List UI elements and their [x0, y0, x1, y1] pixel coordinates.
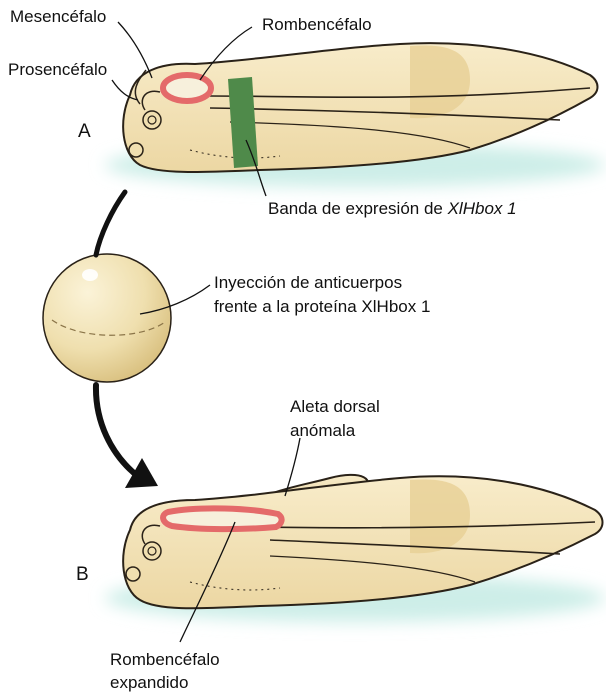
label-panel-a: A [78, 121, 91, 142]
label-mesencefalo: Mesencéfalo [10, 7, 106, 26]
embryo-b-cement-gland [126, 567, 140, 581]
embryo-b-eye [143, 542, 161, 560]
embryo-a [105, 43, 605, 187]
egg [43, 254, 171, 382]
leader-mesencefalo [118, 22, 152, 78]
label-inyeccion-line2: frente a la proteína XlHbox 1 [214, 297, 430, 316]
arrow-top [96, 192, 125, 255]
label-romb-expandido-line1: Rombencéfalo [110, 650, 220, 669]
label-prosencefalo: Prosencéfalo [8, 60, 107, 79]
label-aleta-line2: anómala [290, 421, 356, 440]
embryo-a-cement-gland [129, 143, 143, 157]
embryo-b-hindbrain-expanded [163, 508, 282, 529]
embryo-a-hindbrain [163, 75, 211, 101]
embryo-b [105, 475, 605, 622]
label-banda-gene: XlHbox 1 [447, 199, 517, 218]
egg-highlight [82, 269, 98, 281]
embryo-a-eye [143, 111, 161, 129]
label-romb-expandido-line2: expandido [110, 673, 188, 692]
label-rombencefalo: Rombencéfalo [262, 15, 372, 34]
label-banda-prefix: Banda de expresión de [268, 199, 448, 218]
label-aleta-line1: Aleta dorsal [290, 397, 380, 416]
egg-sphere [43, 254, 171, 382]
label-inyeccion-line1: Inyección de anticuerpos [214, 273, 402, 292]
label-panel-b: B [76, 564, 89, 585]
arrow-bottom [96, 385, 140, 478]
label-banda: Banda de expresión de XlHbox 1 [268, 199, 517, 218]
